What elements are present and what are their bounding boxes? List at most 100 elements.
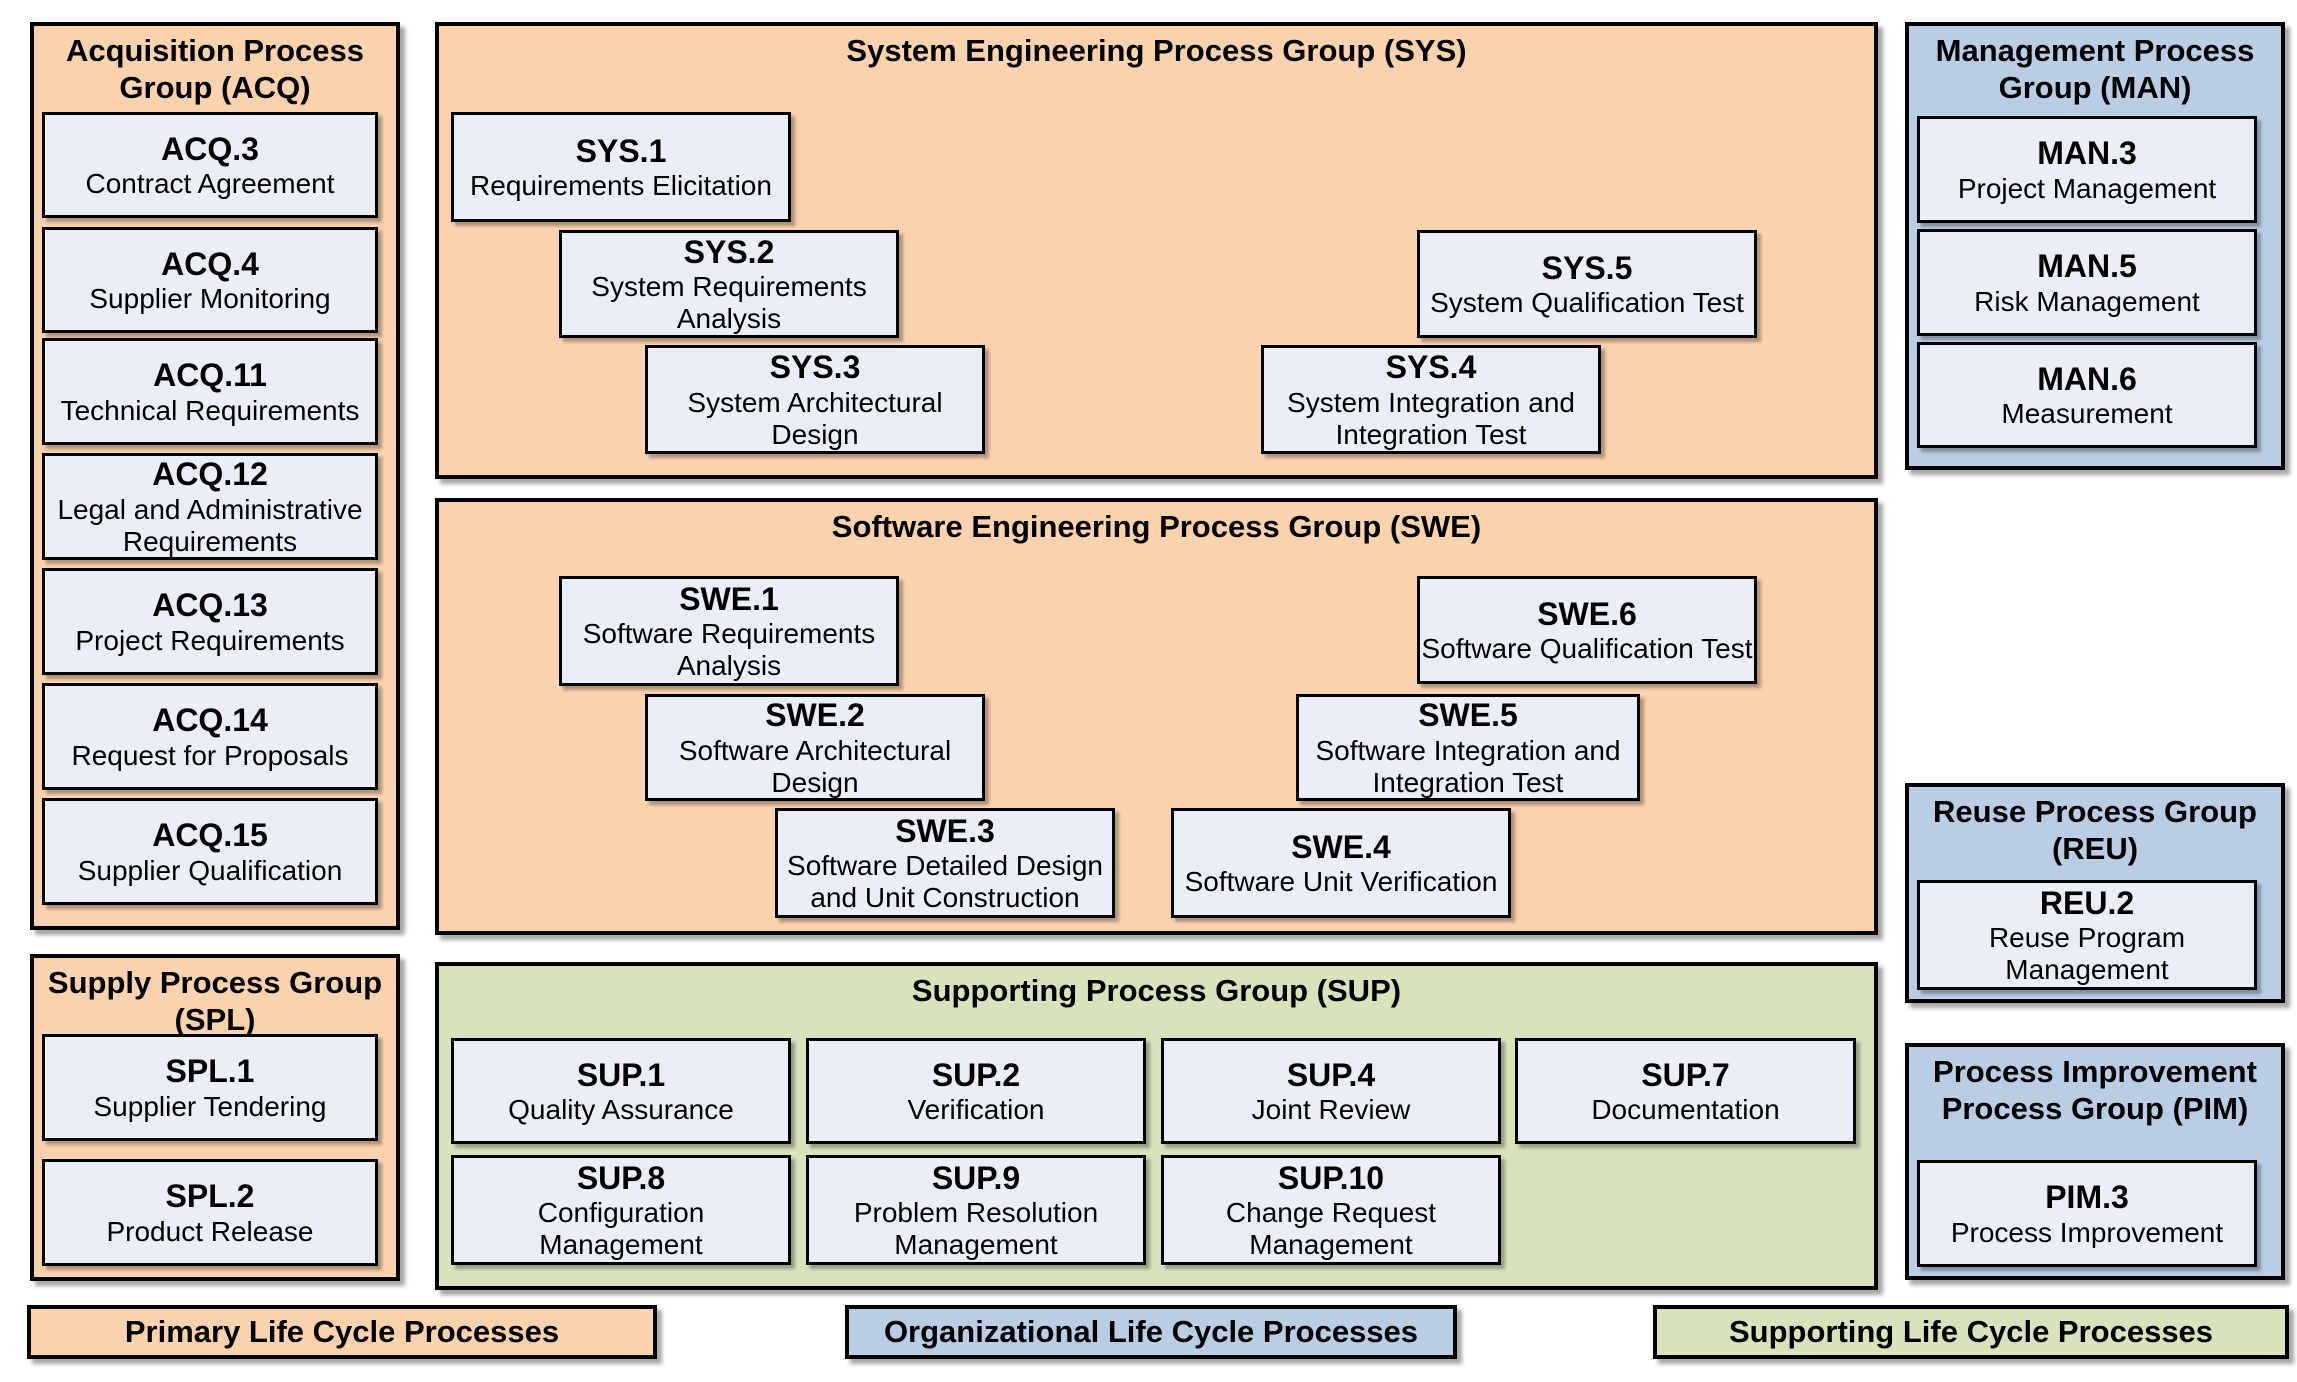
process-code: ACQ.11 [153,357,267,394]
process-code: MAN.6 [2037,360,2137,397]
process-code: SWE.4 [1291,828,1391,865]
sup-group-title: Supporting Process Group (SUP) [911,973,1402,1008]
acq-group-title: Acquisition Process Group (ACQ) [65,33,365,105]
process-code: SUP.1 [576,1056,666,1093]
process-code: SYS.2 [683,233,775,270]
process-name: Technical Requirements [60,394,360,426]
process-name: Software Requirements Analysis [582,618,876,682]
process-code: SWE.6 [1537,595,1637,632]
process-swe-2: SWE.2 Software Architectural Design [645,694,985,801]
process-pim-3: PIM.3 Process Improvement [1917,1160,2257,1267]
process-name: Contract Agreement [85,168,335,200]
process-name: Supplier Qualification [77,854,343,886]
process-name: System Qualification Test [1430,287,1744,319]
process-code: SWE.5 [1418,697,1518,734]
process-name: Risk Management [1974,285,2200,317]
process-code: SYS.1 [575,132,667,169]
process-sup-4: SUP.4 Joint Review [1161,1038,1501,1144]
process-sys-2: SYS.2 System Requirements Analysis [559,230,899,338]
process-code: ACQ.13 [152,587,268,624]
man-group-title: Management Process Group (MAN) [1935,33,2255,105]
process-sup-2: SUP.2 Verification [806,1038,1146,1144]
swe-group: Software Engineering Process Group (SWE)… [435,498,1878,935]
process-sup-8: SUP.8 Configuration Management [451,1155,791,1265]
process-name: System Requirements Analysis [591,271,867,335]
legend-organizational-label: Organizational Life Cycle Processes [883,1314,1419,1349]
process-code: ACQ.15 [152,817,268,854]
process-code: SPL.2 [165,1178,255,1215]
process-acq-11: ACQ.11 Technical Requirements [42,338,378,445]
process-name: Software Architectural Design [678,734,952,798]
process-sys-3: SYS.3 System Architectural Design [645,345,985,454]
process-code: SUP.9 [931,1159,1021,1196]
process-code: REU.2 [2039,884,2135,921]
process-code: SYS.3 [769,349,861,386]
process-code: PIM.3 [2045,1179,2129,1216]
process-name: Legal and Administrative Requirements [57,493,363,557]
process-name: Measurement [2001,398,2173,430]
process-code: ACQ.3 [161,130,259,167]
process-reu-2: REU.2 Reuse Program Management [1917,880,2257,990]
legend-supporting-label: Supporting Life Cycle Processes [1728,1314,2214,1349]
process-name: System Architectural Design [687,386,943,450]
acq-group: Acquisition Process Group (ACQ) ACQ.3 Co… [30,22,400,930]
process-swe-1: SWE.1 Software Requirements Analysis [559,576,899,686]
spl-group-title: Supply Process Group (SPL) [47,965,383,1037]
process-spl-1: SPL.1 Supplier Tendering [42,1034,378,1141]
process-name: Supplier Monitoring [89,283,331,315]
legend-supporting: Supporting Life Cycle Processes [1653,1305,2289,1359]
process-code: SUP.7 [1641,1056,1730,1093]
process-code: SPL.1 [165,1053,255,1090]
process-swe-3: SWE.3 Software Detailed Design and Unit … [775,808,1115,918]
process-name: Requirements Elicitation [470,170,772,202]
reu-group-title: Reuse Process Group (REU) [1933,794,2257,866]
sys-group: System Engineering Process Group (SYS) S… [435,22,1878,479]
process-man-6: MAN.6 Measurement [1917,342,2257,448]
process-name: Problem Resolution Management [853,1197,1099,1261]
process-code: SWE.3 [895,812,995,849]
sys-group-title: System Engineering Process Group (SYS) [846,33,1467,68]
process-man-3: MAN.3 Project Management [1917,116,2257,223]
process-sup-9: SUP.9 Problem Resolution Management [806,1155,1146,1265]
process-swe-5: SWE.5 Software Integration and Integrati… [1296,694,1640,801]
process-man-5: MAN.5 Risk Management [1917,229,2257,336]
process-spl-2: SPL.2 Product Release [42,1159,378,1266]
process-code: ACQ.4 [161,245,259,282]
process-sys-1: SYS.1 Requirements Elicitation [451,112,791,222]
process-code: SUP.10 [1277,1159,1385,1196]
process-name: Project Management [1957,172,2217,204]
process-sup-1: SUP.1 Quality Assurance [451,1038,791,1144]
process-code: ACQ.12 [152,456,268,493]
legend-primary: Primary Life Cycle Processes [27,1305,657,1359]
process-sup-7: SUP.7 Documentation [1515,1038,1856,1144]
process-name: Supplier Tendering [93,1090,327,1122]
process-code: SWE.2 [765,697,865,734]
process-code: SUP.8 [576,1159,666,1196]
process-acq-3: ACQ.3 Contract Agreement [42,112,378,218]
process-code: SWE.1 [679,580,779,617]
process-sys-5: SYS.5 System Qualification Test [1417,230,1757,338]
process-name: Software Integration and Integration Tes… [1315,734,1621,798]
process-name: Configuration Management [537,1197,705,1261]
process-code: MAN.3 [2037,135,2137,172]
process-name: Product Release [106,1215,314,1247]
legend-primary-label: Primary Life Cycle Processes [124,1314,560,1349]
process-acq-13: ACQ.13 Project Requirements [42,568,378,675]
process-code: SUP.4 [1286,1056,1376,1093]
process-code: MAN.5 [2037,248,2137,285]
process-name: Software Unit Verification [1184,866,1498,898]
process-code: ACQ.14 [152,702,268,739]
process-swe-6: SWE.6 Software Qualification Test [1417,576,1757,684]
reu-group: Reuse Process Group (REU) REU.2 Reuse Pr… [1905,783,2285,1003]
process-name: Change Request Management [1225,1197,1437,1261]
man-group: Management Process Group (MAN) MAN.3 Pro… [1905,22,2285,470]
legend-organizational: Organizational Life Cycle Processes [845,1305,1457,1359]
process-name: Software Qualification Test [1421,633,1753,665]
process-name: Request for Proposals [71,739,349,771]
process-sys-4: SYS.4 System Integration and Integration… [1261,345,1601,454]
process-sup-10: SUP.10 Change Request Management [1161,1155,1501,1265]
pim-group: Process Improvement Process Group (PIM) … [1905,1043,2285,1280]
process-name: Software Detailed Design and Unit Constr… [787,850,1103,914]
process-code: SYS.4 [1385,349,1477,386]
